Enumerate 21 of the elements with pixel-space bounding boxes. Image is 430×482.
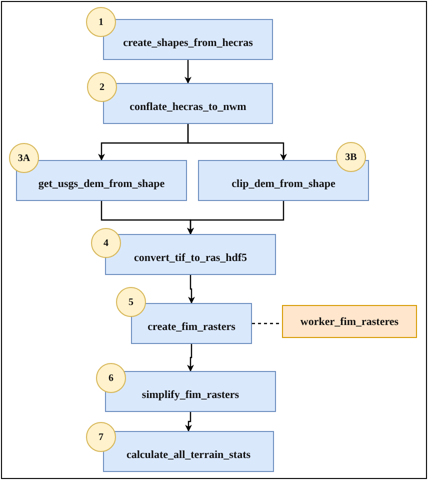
process-box: get_usgs_dem_from_shape [16, 160, 187, 201]
process-box: calculate_all_terrain_stats [103, 431, 274, 472]
dashed-connector [252, 322, 282, 324]
step-number-circle: 4 [91, 228, 121, 258]
step-number-circle: 2 [87, 72, 117, 102]
arrow [185, 412, 192, 432]
step-number-circle: 6 [96, 363, 126, 393]
step-number-circle: 7 [86, 422, 116, 452]
arrow [187, 344, 194, 372]
arrow [187, 124, 287, 161]
arrow [187, 201, 284, 235]
step-number-circle: 5 [116, 287, 146, 317]
step-number-circle: 1 [86, 7, 116, 37]
arrow [188, 275, 195, 304]
process-box: clip_dem_from_shape [198, 160, 369, 201]
step-number-circle: 3A [9, 143, 39, 173]
process-box: conflate_hecras_to_nwm [103, 83, 273, 124]
worker-box: worker_fim_rasteres [282, 305, 417, 338]
step-number-circle: 3B [336, 142, 366, 172]
process-box: create_shapes_from_hecras [103, 19, 273, 60]
arrow [184, 60, 192, 84]
